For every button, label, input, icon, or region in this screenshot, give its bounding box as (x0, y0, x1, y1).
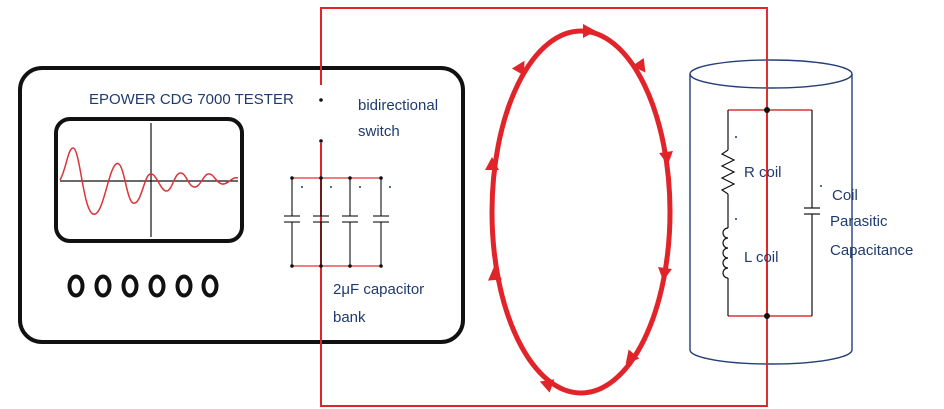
tester-title: EPOWER CDG 7000 TESTER (89, 91, 294, 108)
knob[interactable] (148, 274, 166, 298)
switch-label-line1: bidirectional (358, 97, 438, 114)
coil-cylinder (689, 59, 853, 365)
arrow-icon (488, 267, 502, 281)
arrow-icon (659, 151, 673, 165)
parasitic-label-line3: Capacitance (830, 242, 913, 259)
switch-label-line2: switch (358, 123, 400, 140)
parasitic-label-line2: Parasitic (830, 213, 888, 230)
magnetic-field-loop (489, 28, 673, 396)
knob[interactable] (201, 274, 219, 298)
r-coil-label: R coil (744, 164, 782, 181)
arrow-icon (485, 157, 499, 170)
arrow-icon (632, 57, 646, 73)
parasitic-label-line1: Coil (832, 187, 858, 204)
arrow-icon (511, 60, 525, 76)
capacitor-bank-label-line1: 2μF capacitor (333, 281, 424, 298)
knob[interactable] (175, 274, 193, 298)
knob-row (67, 274, 219, 298)
switch-contact-top (319, 98, 323, 102)
arrow-icon (658, 267, 672, 281)
arrow-icon (539, 379, 555, 393)
coil-terminal-bottom (764, 313, 770, 319)
capacitor-bank (284, 176, 391, 268)
coil-terminal-top (764, 107, 770, 113)
l-coil-label: L coil (744, 249, 778, 266)
field-arrows (485, 24, 673, 393)
capacitor-bank-label-line2: bank (333, 309, 366, 326)
arrow-icon (583, 24, 596, 38)
coil-circuit (720, 8, 822, 406)
oscilloscope-screen (54, 117, 244, 243)
knob[interactable] (121, 274, 139, 298)
switch-contact-bottom (319, 139, 323, 143)
inductor-symbol (722, 227, 729, 279)
knob[interactable] (94, 274, 112, 298)
damped-waveform (59, 147, 239, 215)
resistor-symbol (720, 149, 736, 195)
arrow-icon (625, 349, 640, 364)
knob[interactable] (67, 274, 85, 298)
